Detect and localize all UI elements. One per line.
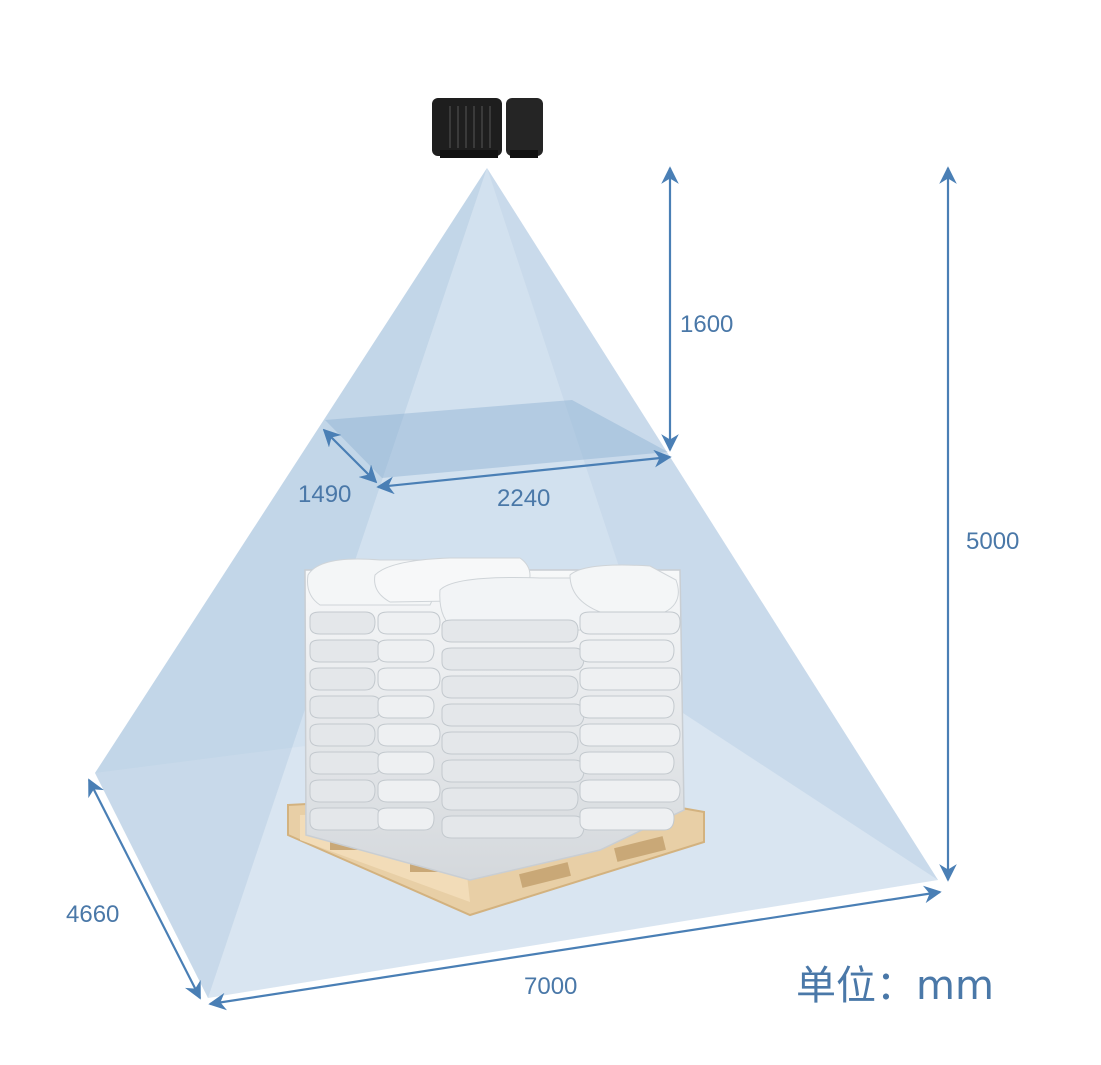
bag bbox=[579, 667, 681, 691]
bag bbox=[309, 611, 376, 635]
dim-line-bottom-width bbox=[208, 885, 942, 1011]
bag bbox=[377, 723, 441, 747]
label-bottom-depth: 4660 bbox=[66, 901, 119, 928]
bag bbox=[579, 695, 675, 719]
bag bbox=[441, 703, 585, 727]
bag bbox=[579, 779, 681, 803]
dimension-lines bbox=[88, 166, 957, 1011]
bag bbox=[377, 611, 441, 635]
bag bbox=[309, 807, 382, 831]
label-bottom-width: 7000 bbox=[524, 973, 577, 1000]
bag bbox=[377, 779, 441, 803]
bag bbox=[377, 667, 441, 691]
dim-line-top-width bbox=[376, 449, 672, 495]
bag bbox=[309, 667, 376, 691]
dim-line-bottom-depth bbox=[88, 778, 201, 1000]
bag bbox=[579, 751, 675, 775]
bag bbox=[579, 611, 681, 635]
bag bbox=[309, 723, 376, 747]
bag bbox=[579, 723, 681, 747]
dimension-labels: 1600 5000 1490 2240 4660 7000 单位：mm bbox=[66, 311, 1019, 1009]
bag bbox=[441, 815, 585, 839]
label-top-height: 1600 bbox=[680, 311, 733, 338]
bag bbox=[377, 751, 435, 775]
bag bbox=[309, 695, 382, 719]
bag-layers bbox=[309, 611, 681, 839]
unit-label: 单位：mm bbox=[796, 963, 994, 1009]
bag bbox=[309, 779, 376, 803]
bag bbox=[441, 675, 579, 699]
bag bbox=[441, 647, 585, 671]
bag bbox=[579, 807, 675, 831]
fov-face-right bbox=[487, 168, 938, 880]
bag bbox=[441, 731, 579, 755]
3d-camera-icon bbox=[432, 98, 543, 158]
dim-line-top-depth bbox=[322, 428, 378, 484]
bag bbox=[377, 639, 435, 663]
bag bbox=[309, 751, 382, 775]
bag bbox=[309, 639, 382, 663]
label-total-height: 5000 bbox=[966, 528, 1019, 555]
bag bbox=[377, 807, 435, 831]
bag bbox=[441, 787, 579, 811]
bag bbox=[579, 639, 675, 663]
label-top-width: 2240 bbox=[497, 485, 550, 512]
bag bbox=[377, 695, 435, 719]
bag bbox=[441, 619, 579, 643]
label-top-depth: 1490 bbox=[298, 481, 351, 508]
bag bbox=[441, 759, 585, 783]
